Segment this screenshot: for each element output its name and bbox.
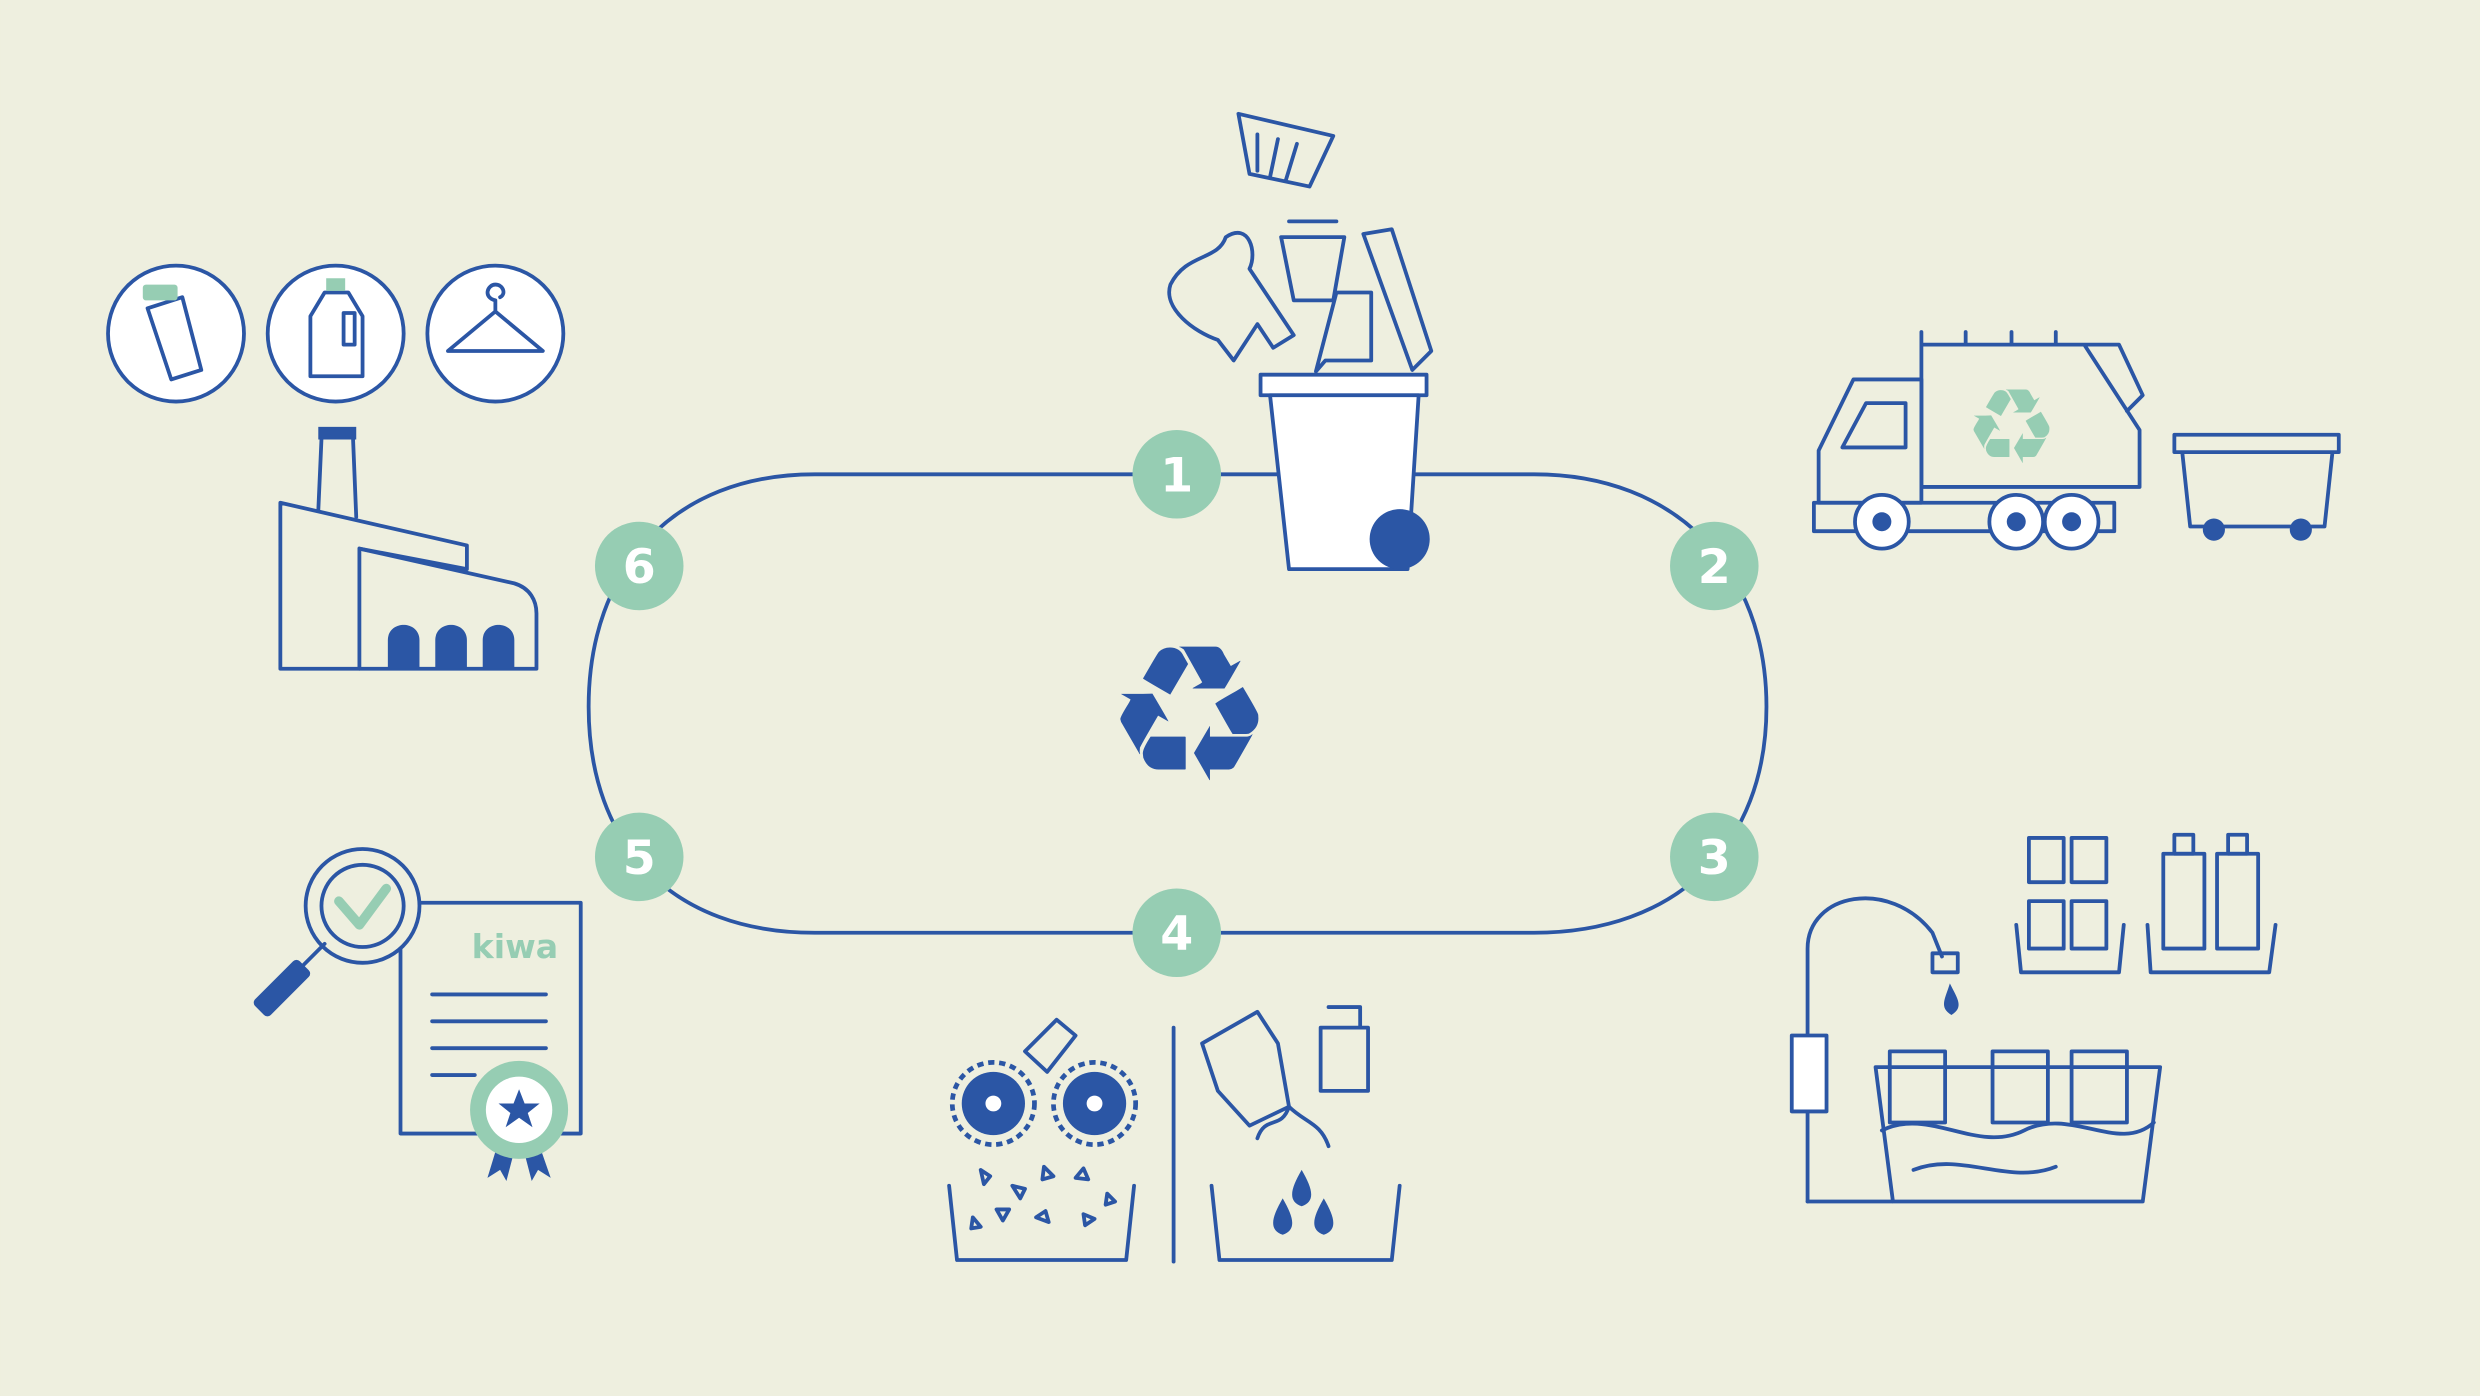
svg-text:1: 1 (1160, 448, 1193, 503)
step-marker-2[interactable]: 2 (1670, 521, 1759, 611)
svg-text:3: 3 (1698, 831, 1731, 886)
step-marker-6[interactable]: 6 (594, 521, 684, 611)
svg-text:2: 2 (1698, 540, 1731, 595)
svg-text:5: 5 (623, 831, 656, 886)
svg-text:6: 6 (623, 540, 656, 595)
step-marker-1[interactable]: 1 (1132, 430, 1222, 519)
recycle-icon: ♻ (1104, 604, 1274, 825)
bottles-basket-icon (2145, 832, 2278, 975)
cups-basket-icon (2014, 836, 2126, 975)
trash-bin-with-plastic-waste-icon (1167, 111, 1434, 572)
factory-new-products-icon (106, 263, 566, 671)
garbage-truck-icon: ♻ (1811, 330, 2341, 551)
kiwa-logo: kiwa (472, 927, 559, 966)
step-marker-4[interactable]: 4 (1132, 888, 1222, 978)
truck-recycle-icon: ♻ (1965, 366, 2059, 488)
step-marker-3[interactable]: 3 (1670, 812, 1759, 902)
svg-text:4: 4 (1160, 907, 1193, 962)
certificate-inspection-icon: kiwa (253, 847, 583, 1181)
shredding-and-melting-icon (947, 1005, 1402, 1264)
step-marker-5[interactable]: 5 (594, 812, 684, 902)
washing-bottles-icon (1789, 832, 2278, 1204)
